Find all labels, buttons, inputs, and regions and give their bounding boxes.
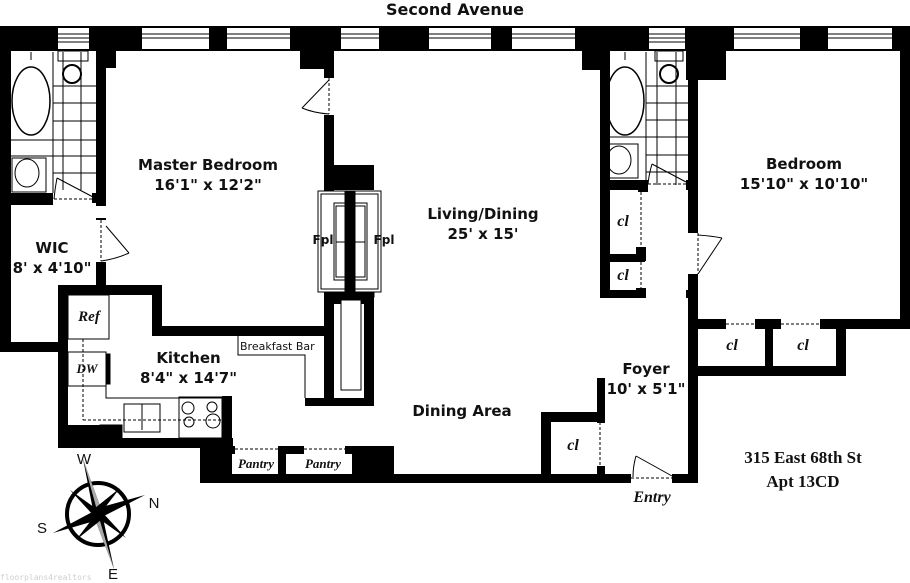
- room-dimensions: 25' x 15': [447, 225, 519, 243]
- room-master-bedroom: Master Bedroom 16'1" x 12'2": [128, 157, 288, 193]
- room-dimensions: 8' x 4'10": [12, 259, 92, 277]
- address-line-1: 315 East 68th St: [744, 448, 862, 467]
- room-name: Kitchen: [156, 349, 221, 367]
- address-line-2: Apt 13CD: [766, 472, 840, 491]
- room-dining-area: Dining Area: [412, 402, 512, 420]
- refrigerator-label: Ref: [78, 309, 100, 325]
- address-block: 315 East 68th St Apt 13CD: [718, 446, 888, 494]
- room-dimensions: 15'10" x 10'10": [739, 175, 869, 193]
- stove-icon: [178, 396, 223, 439]
- master-bath-door: [53, 177, 94, 200]
- second-bath-fixtures: [603, 50, 688, 185]
- bathtub-icon: [11, 66, 51, 136]
- room-name: WIC: [35, 239, 69, 257]
- toilet-icon: [659, 64, 679, 84]
- compass-west-label: W: [76, 451, 92, 468]
- windows: [58, 28, 892, 49]
- entry-label: Entry: [633, 489, 671, 506]
- closet-openings: [235, 192, 820, 466]
- closet-label: cl: [726, 337, 738, 354]
- second-bath-door: [647, 163, 687, 185]
- street-label: Second Avenue: [386, 0, 524, 19]
- closet-label: cl: [797, 337, 809, 354]
- room-kitchen: Kitchen 8'4" x 14'7": [126, 350, 251, 386]
- room-foyer: Foyer 10' x 5'1": [600, 361, 692, 397]
- fireplace-label-right: Fpl: [373, 233, 395, 247]
- closet-label: cl: [617, 267, 629, 284]
- watermark: floorplans4realtors: [0, 573, 92, 582]
- kitchen-fixtures: [67, 294, 232, 439]
- room-wic: WIC 8' x 4'10": [7, 240, 97, 276]
- doors: [100, 78, 723, 479]
- room-name: Bedroom: [766, 155, 842, 173]
- bathtub-icon: [605, 66, 645, 136]
- closet-label: cl: [567, 437, 579, 454]
- room-name: Living/Dining: [427, 205, 539, 223]
- breakfast-bar-label: Breakfast Bar: [240, 340, 315, 353]
- closet-interiors: [232, 192, 836, 474]
- fireplace-icon: [317, 190, 382, 298]
- room-name: Master Bedroom: [138, 156, 278, 174]
- closet-label: cl: [617, 213, 629, 230]
- compass-north-label: N: [148, 495, 160, 512]
- breakfast-bar: [237, 336, 306, 398]
- room-dimensions: 10' x 5'1": [606, 380, 686, 398]
- sink-icon: [14, 158, 40, 188]
- sink-icon: [606, 145, 632, 175]
- column-inner: [340, 299, 362, 391]
- pantry-label-2: Pantry: [304, 456, 342, 471]
- master-bath-fixtures: [11, 50, 96, 193]
- pantry-label-1: Pantry: [237, 456, 275, 471]
- fireplace-label-left: Fpl: [312, 233, 334, 247]
- compass-south-label: S: [36, 520, 47, 537]
- room-dimensions: 16'1" x 12'2": [154, 176, 262, 194]
- compass-rose-icon: [53, 459, 145, 569]
- compass-east-label: E: [107, 566, 118, 583]
- toilet-icon: [62, 64, 82, 84]
- room-dimensions: 8'4" x 14'7": [139, 369, 238, 387]
- room-bedroom: Bedroom 15'10" x 10'10": [729, 156, 879, 192]
- room-living-dining: Living/Dining 25' x 15': [413, 206, 553, 242]
- dishwasher-label: DW: [76, 361, 98, 376]
- room-name: Foyer: [622, 360, 670, 378]
